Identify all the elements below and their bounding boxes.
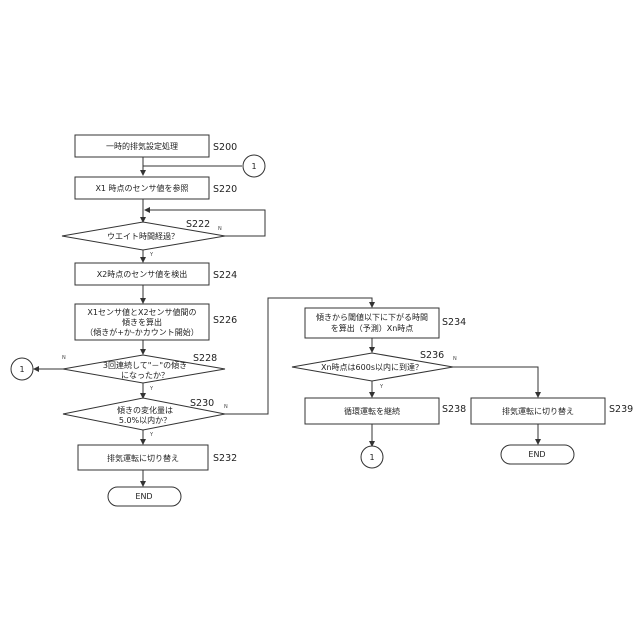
step-label-s232: S232 [213, 453, 237, 464]
step-label-s226: S226 [213, 315, 237, 326]
node-end-right: END [501, 445, 574, 464]
node-end-label: END [135, 492, 152, 501]
node-s226-line2: 傾きを算出 [122, 317, 162, 327]
step-label-s220: S220 [213, 184, 237, 195]
node-s238: 循環運転を継続 S238 [305, 398, 466, 424]
node-s228-line1: 3回連続して"－"の傾き [103, 360, 187, 370]
node-s236-decision: Xn時点は600s以内に到達？ S236 N Y [292, 350, 457, 390]
node-s236-label: Xn時点は600s以内に到達？ [321, 362, 423, 372]
connector-label: 1 [251, 162, 256, 171]
connector-circle-left: 1 [11, 358, 33, 380]
node-s238-label: 循環運転を継続 [344, 406, 400, 416]
node-end-label: END [528, 450, 545, 459]
node-s232-label: 排気運転に切り替え [107, 453, 179, 463]
branch-no-label: N [453, 356, 457, 362]
node-s239-label: 排気運転に切り替え [502, 406, 574, 416]
node-s222-label: ウエイト時間経過？ [107, 231, 179, 241]
node-s220: X1 時点のセンサ値を参照 S220 [75, 177, 237, 199]
node-s239: 排気運転に切り替え S239 [471, 398, 633, 424]
node-s230-decision: 傾きの変化量は 5.0%以内か？ S230 N Y [63, 398, 228, 438]
branch-yes-label: Y [149, 252, 154, 258]
node-s200: 一時的排気設定処理 S200 [75, 135, 237, 157]
node-s234-line2: を算出（予測）Xn時点 [331, 323, 414, 333]
node-s234-line1: 傾きから閾値以下に下がる時間 [316, 312, 428, 322]
node-s224-label: X2時点のセンサ値を検出 [97, 269, 188, 279]
connector-circle-bottom: 1 [361, 446, 383, 468]
step-label-s228: S228 [193, 353, 217, 364]
branch-yes-label: Y [149, 386, 154, 392]
branch-no-label: N [62, 355, 66, 361]
step-label-s200: S200 [213, 142, 237, 153]
branch-yes-label: Y [149, 432, 154, 438]
node-s232: 排気運転に切り替え S232 [78, 445, 237, 470]
step-label-s234: S234 [442, 317, 466, 328]
step-label-s230: S230 [190, 398, 214, 409]
branch-no-label: N [224, 404, 228, 410]
step-label-s224: S224 [213, 270, 237, 281]
node-s234: 傾きから閾値以下に下がる時間 を算出（予測）Xn時点 S234 [305, 308, 466, 338]
step-label-s238: S238 [442, 404, 466, 415]
node-s228-line2: になったか？ [121, 371, 169, 380]
node-s224: X2時点のセンサ値を検出 S224 [75, 263, 237, 285]
node-s200-label: 一時的排気設定処理 [106, 141, 178, 151]
node-s220-label: X1 時点のセンサ値を参照 [95, 183, 188, 193]
step-label-s239: S239 [609, 404, 633, 415]
node-s226-line1: X1センサ値とX2センサ値間の [87, 307, 196, 317]
branch-yes-label: Y [379, 384, 384, 390]
node-s226-line3: （傾きが+か-かカウント開始） [85, 327, 199, 337]
node-s230-line1: 傾きの変化量は [117, 405, 173, 415]
node-s226: X1センサ値とX2センサ値間の 傾きを算出 （傾きが+か-かカウント開始） S2… [75, 304, 237, 340]
connector-label: 1 [369, 453, 374, 462]
branch-no-label: N [218, 226, 222, 232]
node-end-left: END [108, 487, 181, 506]
node-s230-line2: 5.0%以内か？ [119, 415, 171, 425]
step-label-s222: S222 [186, 219, 210, 230]
connector-circle-entry: 1 [243, 155, 265, 177]
connector-label: 1 [19, 365, 24, 374]
step-label-s236: S236 [420, 350, 444, 361]
